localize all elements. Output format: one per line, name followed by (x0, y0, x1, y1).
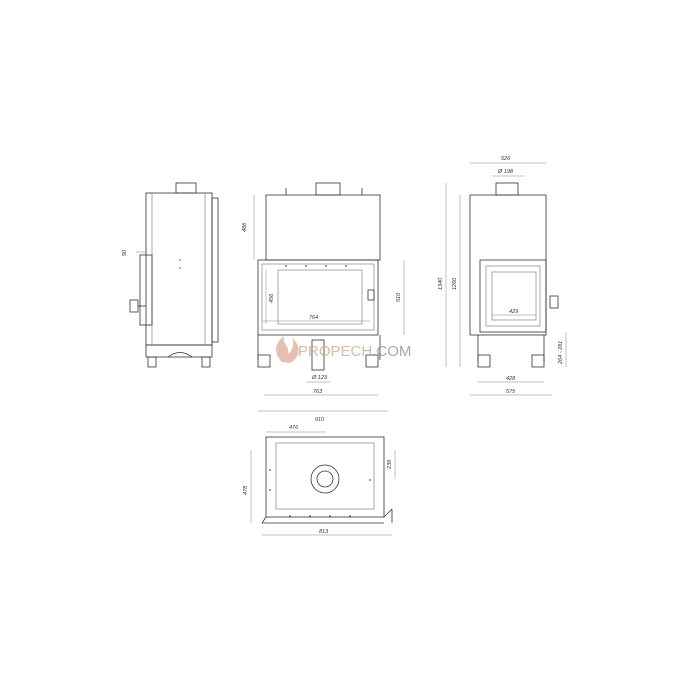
left-top-bracket (175, 182, 197, 194)
dim-left-offset: 50 (122, 249, 128, 256)
front-glass-frame (257, 259, 379, 336)
dim-plan-depth-right: 238 (387, 459, 393, 470)
dim-front-height-top: 486 (242, 222, 248, 232)
dim-right-flue: Ø 198 (497, 169, 514, 175)
dim-right-total-height: 1340 (438, 277, 444, 290)
dim-right-inner-width: 429 (509, 309, 518, 315)
right-glass-frame (479, 259, 547, 333)
plan-flue-outer (310, 464, 340, 494)
front-view: 486 456 510 764 Ø 123 763 910 (242, 182, 405, 423)
dim-front-total-width: 910 (315, 417, 325, 423)
left-body (145, 192, 213, 346)
left-handle (129, 299, 139, 313)
dim-right-top-width: 526 (501, 156, 511, 162)
dim-right-leg-range: 264 - 281 (558, 341, 564, 365)
dim-front-inner-height: 456 (269, 293, 275, 303)
right-body (469, 194, 547, 336)
right-handle (549, 295, 559, 309)
front-flue (311, 339, 325, 371)
watermark-logo: PROPECH.COM (276, 336, 411, 363)
dim-front-height-right: 510 (396, 292, 402, 302)
plan-flue-inner (316, 470, 334, 488)
dim-front-flue: Ø 123 (311, 375, 328, 381)
dim-front-base-width: 763 (313, 389, 323, 395)
right-side-view: 526 Ø 198 1340 1260 264 - 281 429 428 57… (438, 156, 567, 396)
dim-plan-depth-left: 478 (243, 485, 249, 495)
front-handle (367, 289, 375, 301)
dim-right-height: 1260 (452, 277, 458, 290)
right-glass (491, 271, 537, 321)
front-glass (277, 269, 363, 325)
flame-icon (276, 336, 299, 363)
plan-view: 476 238 478 813 (243, 425, 396, 536)
right-top-bracket (495, 182, 519, 196)
dim-right-total-width: 575 (506, 389, 516, 395)
front-upper-body (265, 194, 381, 261)
watermark-text: PROPECH.COM (298, 343, 411, 360)
left-door-panel (139, 254, 153, 326)
plan-body (265, 436, 385, 518)
dim-plan-top-width: 476 (289, 425, 299, 431)
dim-plan-total-width: 813 (319, 529, 329, 535)
dim-front-inner-width: 764 (309, 315, 318, 321)
front-top-bracket (315, 182, 341, 196)
dim-right-base-width: 428 (506, 376, 516, 382)
left-side-view: 50 (122, 182, 219, 368)
